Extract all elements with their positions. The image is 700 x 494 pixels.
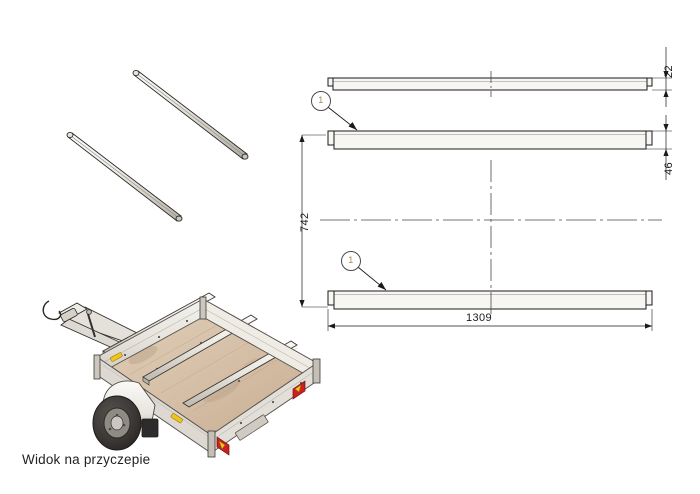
trailer-corner-posts — [93, 296, 321, 458]
trailer-wheel-assembly — [92, 380, 159, 451]
isometric-rail-1 — [132, 69, 249, 160]
trailer-assembly-view — [25, 285, 325, 465]
trailer-rear-reflector-right — [292, 380, 306, 400]
dimension-label-22: 22 — [663, 64, 675, 78]
installed-rail-third — [182, 340, 298, 408]
rail-profile-bottom-view — [327, 290, 653, 310]
balloon-upper[interactable] — [311, 91, 358, 131]
trailer-side-marker — [110, 352, 123, 362]
dimension-label-46: 46 — [663, 161, 675, 175]
dimension-length-1309 — [327, 309, 653, 331]
view-caption: Widok na przyczepie — [22, 452, 151, 467]
trailer-number-plate-area — [235, 414, 269, 441]
dimension-label-1309: 1309 — [466, 312, 493, 324]
balloon-upper-label: 1 — [318, 95, 324, 105]
rail-profile-side-view — [327, 130, 653, 150]
isometric-rail-2 — [66, 131, 183, 222]
trailer-side-marker-rear — [170, 413, 183, 424]
dimension-thickness-46 — [646, 115, 672, 180]
centerlines — [320, 71, 662, 317]
isometric-rails-group — [55, 60, 275, 222]
dimension-label-742: 742 — [299, 212, 311, 232]
balloon-lower[interactable] — [341, 251, 387, 291]
dimension-thickness-22 — [652, 47, 672, 107]
dimension-spacing-742 — [299, 134, 328, 308]
rail-profile-top-view — [327, 77, 653, 91]
trailer-rear-reflector-left — [216, 436, 230, 456]
balloon-lower-label: 1 — [348, 255, 354, 265]
orthographic-rail-views — [280, 35, 695, 345]
